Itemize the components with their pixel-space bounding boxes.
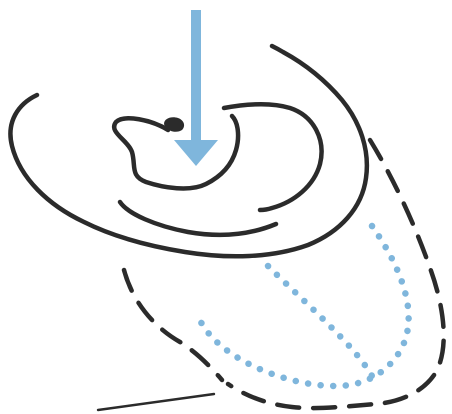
- leader-line: [98, 394, 214, 410]
- canal-dashed-outline-left: [124, 270, 222, 380]
- arrow-head: [174, 140, 218, 166]
- arrow-shaft: [191, 10, 201, 140]
- down-arrow-icon: [174, 10, 218, 166]
- canal-dotted-path: [198, 226, 409, 386]
- lower-fold-outline: [120, 202, 276, 235]
- antihelix-outline: [224, 104, 322, 210]
- canal-dotted-inner: [268, 266, 372, 376]
